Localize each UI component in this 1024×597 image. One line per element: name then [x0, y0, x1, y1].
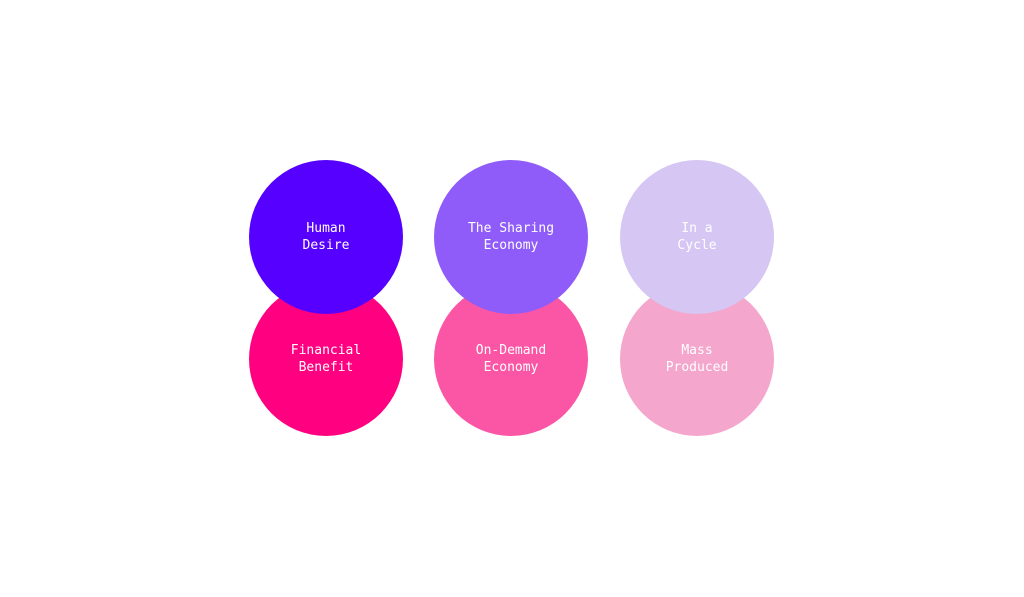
circle-in-a-cycle: In a Cycle — [620, 160, 774, 314]
circle-label: Financial Benefit — [290, 343, 362, 375]
circle-sharing-economy: The Sharing Economy — [434, 160, 588, 314]
circle-on-demand-economy: On-Demand Economy — [434, 282, 588, 436]
circle-human-desire: Human Desire — [249, 160, 403, 314]
circle-label: On-Demand Economy — [475, 343, 547, 375]
circle-label: Human Desire — [302, 221, 350, 253]
circle-label: Mass Produced — [665, 343, 729, 375]
circle-label: In a Cycle — [677, 221, 717, 253]
circle-label: The Sharing Economy — [467, 221, 555, 253]
